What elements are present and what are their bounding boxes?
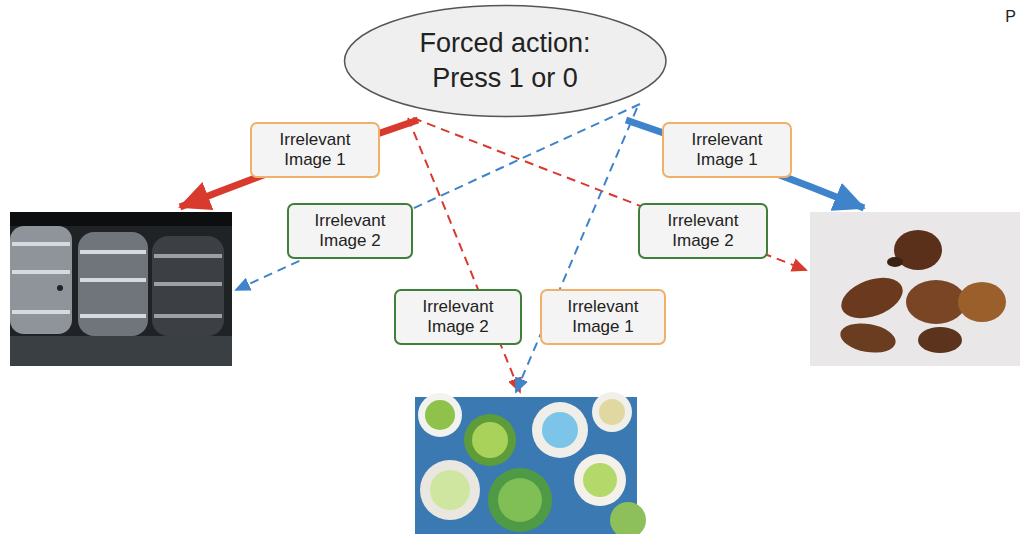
label-text: Irrelevant Image 2	[653, 211, 753, 252]
arrows	[180, 104, 864, 392]
acorns-photo	[810, 212, 1020, 366]
image-label-box: Irrelevant Image 2	[394, 289, 522, 346]
label-text: Irrelevant Image 1	[677, 130, 777, 171]
image-label-box: Irrelevant Image 1	[540, 289, 666, 346]
image-label-box: Irrelevant Image 1	[250, 122, 380, 179]
barrels-photo	[10, 212, 232, 366]
label-text: Irrelevant Image 2	[300, 211, 400, 252]
label-text: Irrelevant Image 1	[553, 297, 653, 338]
bowls-photo	[415, 392, 646, 534]
image-label-box: Irrelevant Image 2	[638, 203, 768, 260]
label-text: Irrelevant Image 2	[408, 297, 508, 338]
action-text: Forced action: Press 1 or 0	[400, 26, 610, 96]
corner-letter: P	[1005, 8, 1016, 26]
image-label-box: Irrelevant Image 2	[287, 203, 413, 260]
label-text: Irrelevant Image 1	[265, 130, 365, 171]
ellipse-outline	[343, 4, 668, 118]
image-label-box: Irrelevant Image 1	[662, 122, 792, 179]
action-ellipse: Forced action: Press 1 or 0	[343, 4, 668, 118]
